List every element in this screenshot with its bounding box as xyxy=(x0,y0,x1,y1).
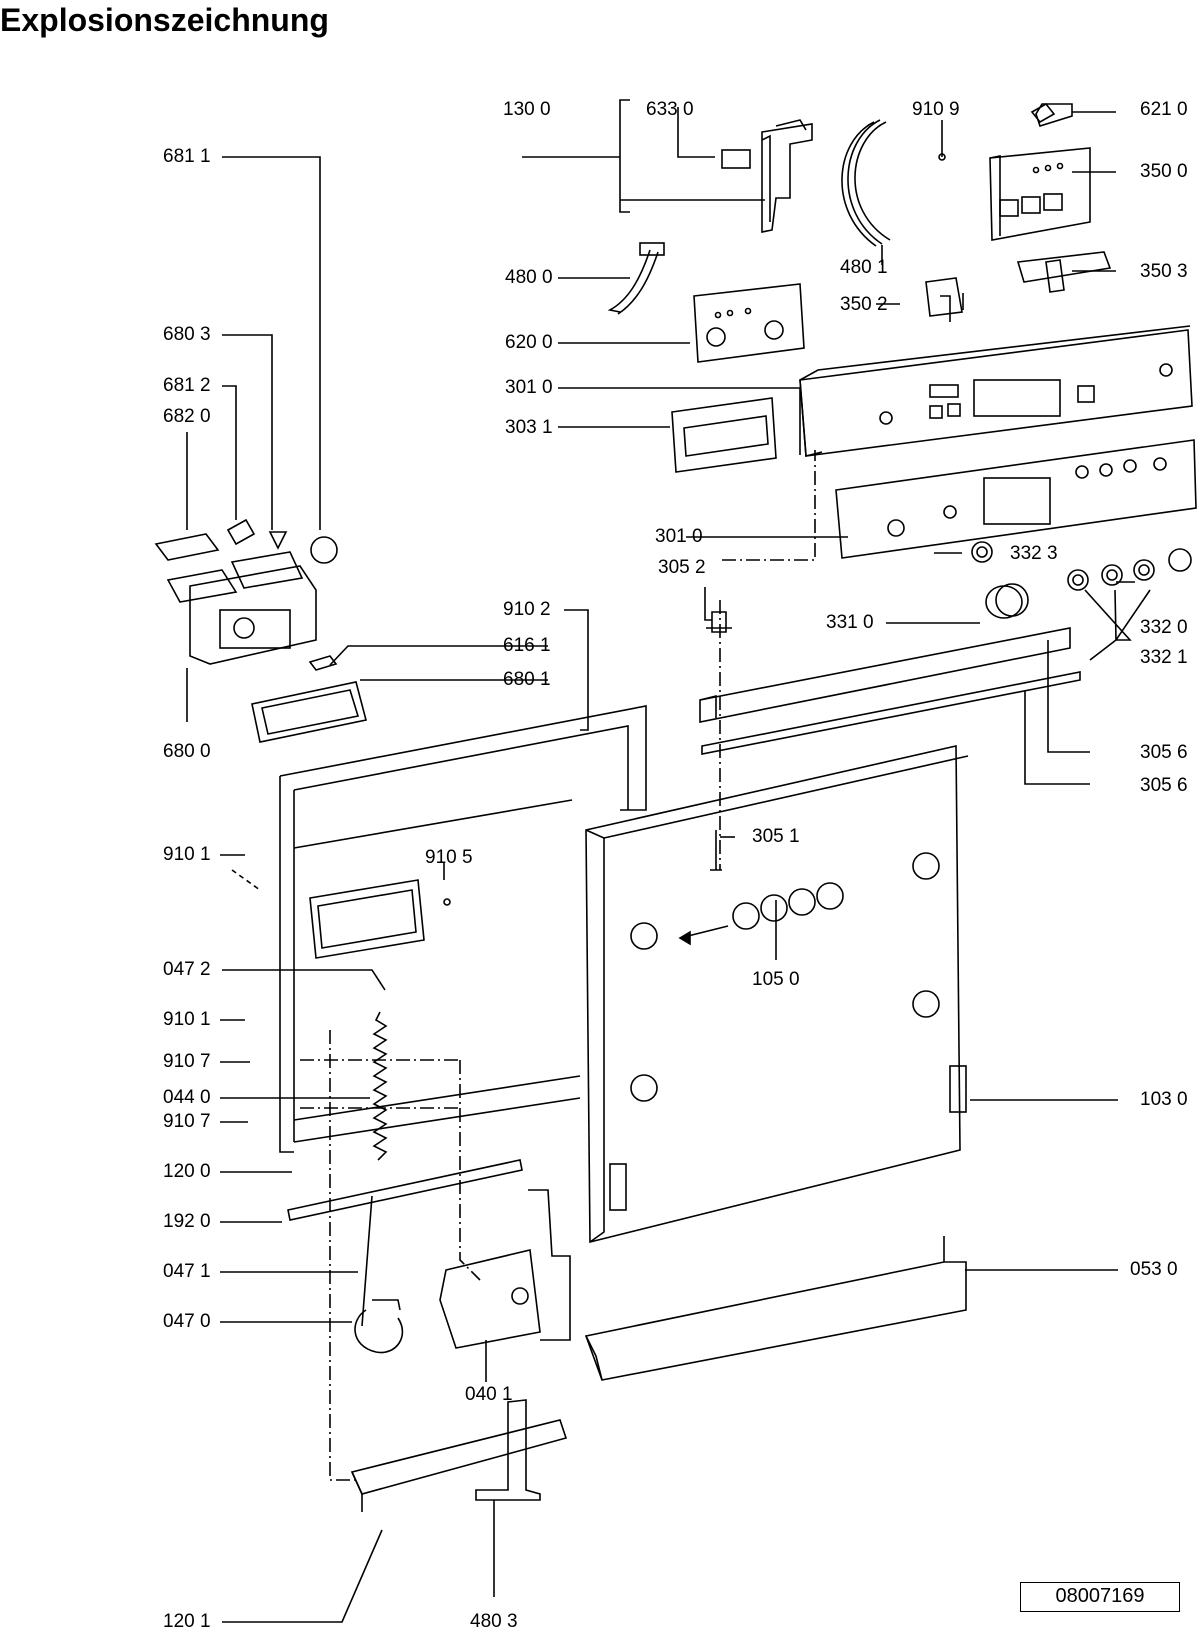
label-105-0: 105 0 xyxy=(752,969,800,990)
part-103-0 xyxy=(585,745,969,1244)
label-331-0: 331 0 xyxy=(826,612,874,633)
part-305-2 xyxy=(706,611,732,633)
label-633-0: 633 0 xyxy=(646,99,694,120)
label-480-3: 480 3 xyxy=(470,1611,518,1632)
label-680-1: 680 1 xyxy=(503,669,551,690)
part-120-0 xyxy=(279,705,647,1153)
part-047-1 xyxy=(361,1195,373,1327)
part-910-9 xyxy=(938,153,946,161)
part-120-1 xyxy=(350,1419,568,1512)
inner-window xyxy=(309,879,451,959)
label-130-0: 130 0 xyxy=(503,99,551,120)
label-621-0: 621 0 xyxy=(1140,99,1188,120)
part-350-2 xyxy=(925,277,963,322)
leader-lines xyxy=(186,99,1151,1623)
label-910-1-a: 910 1 xyxy=(163,844,211,865)
label-910-2: 910 2 xyxy=(503,599,551,620)
label-103-0: 103 0 xyxy=(1140,1089,1188,1110)
label-480-1: 480 1 xyxy=(840,257,888,278)
part-621-0 xyxy=(1030,102,1073,127)
part-047-0 xyxy=(354,1299,404,1354)
part-305-6 xyxy=(699,627,1081,755)
label-910-7-a: 910 7 xyxy=(163,1051,211,1072)
part-301-0-front xyxy=(835,439,1197,559)
label-305-6-b: 305 6 xyxy=(1140,775,1188,796)
page-title: Explosionszeichnung xyxy=(0,2,329,38)
label-910-9: 910 9 xyxy=(912,99,960,120)
label-350-3: 350 3 xyxy=(1140,261,1188,282)
part-305-1 xyxy=(710,830,722,871)
label-480-0: 480 0 xyxy=(505,267,553,288)
part-044-0 xyxy=(372,1011,388,1161)
label-053-0: 053 0 xyxy=(1130,1259,1178,1280)
part-480-1 xyxy=(841,119,891,247)
label-044-0: 044 0 xyxy=(163,1087,211,1108)
document-number: 08007169 xyxy=(1020,1582,1180,1612)
label-192-0: 192 0 xyxy=(163,1211,211,1232)
label-303-1: 303 1 xyxy=(505,417,553,438)
part-480-3 xyxy=(475,1399,541,1501)
label-681-1: 681 1 xyxy=(163,146,211,167)
label-305-1: 305 1 xyxy=(752,826,800,847)
part-620-0 xyxy=(693,283,805,363)
part-192-0 xyxy=(287,1159,523,1221)
part-331-0 xyxy=(985,583,1029,619)
label-910-7-b: 910 7 xyxy=(163,1111,211,1132)
label-047-1: 047 1 xyxy=(163,1261,211,1282)
label-350-0: 350 0 xyxy=(1140,161,1188,182)
label-332-3: 332 3 xyxy=(1010,543,1058,564)
label-616-1: 616 1 xyxy=(503,635,551,656)
label-681-2: 681 2 xyxy=(163,375,211,396)
label-332-1: 332 1 xyxy=(1140,647,1188,668)
label-301-0-a: 301 0 xyxy=(505,377,553,398)
label-301-0-b: 301 0 xyxy=(655,526,703,547)
label-910-1-b: 910 1 xyxy=(163,1009,211,1030)
label-305-6-a: 305 6 xyxy=(1140,742,1188,763)
part-480-0 xyxy=(607,242,665,315)
label-047-2: 047 2 xyxy=(163,959,211,980)
part-053-0 xyxy=(584,1236,967,1381)
label-040-1: 040 1 xyxy=(465,1384,513,1405)
part-332-knobs xyxy=(971,541,1192,591)
part-303-1 xyxy=(671,397,777,473)
part-350-0 xyxy=(989,147,1091,241)
label-910-5: 910 5 xyxy=(425,847,473,868)
part-680-0 xyxy=(154,518,338,671)
label-350-2: 350 2 xyxy=(840,294,888,315)
label-332-0: 332 0 xyxy=(1140,617,1188,638)
part-301-0-panel xyxy=(799,325,1193,458)
part-350-3 xyxy=(1016,251,1112,293)
label-120-0: 120 0 xyxy=(163,1161,211,1182)
label-047-0: 047 0 xyxy=(163,1311,211,1332)
label-305-2: 305 2 xyxy=(658,557,706,578)
label-680-3: 680 3 xyxy=(163,324,211,345)
label-680-0: 680 0 xyxy=(163,741,211,762)
label-120-1: 120 1 xyxy=(163,1611,211,1632)
label-682-0: 682 0 xyxy=(163,406,211,427)
label-620-0: 620 0 xyxy=(505,332,553,353)
part-040-1 xyxy=(439,1189,571,1349)
part-680-1 xyxy=(251,681,367,743)
part-130-0 xyxy=(721,119,813,233)
